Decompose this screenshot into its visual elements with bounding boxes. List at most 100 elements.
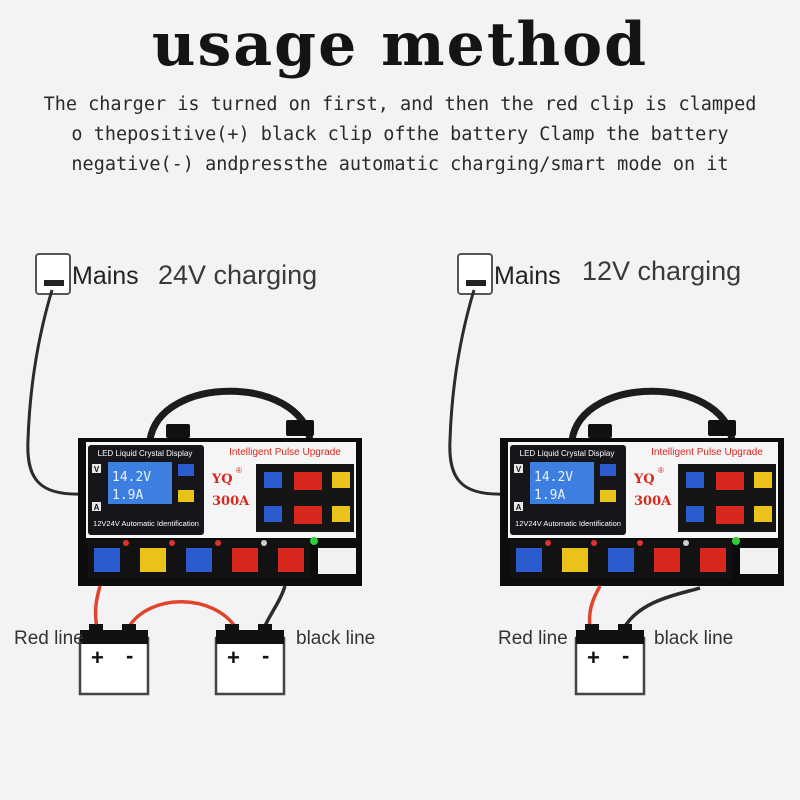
mode-label-12v: 12V charging: [582, 256, 742, 286]
voltage-reading: 14.2V: [534, 470, 573, 485]
vehicle-icons: [318, 548, 356, 574]
black-line-label: black line: [654, 628, 734, 649]
carry-handle: [146, 387, 314, 444]
a-key-label: A: [516, 503, 522, 512]
current-reading: 1.9A: [112, 488, 143, 503]
handle-mount: [708, 420, 736, 436]
handle-mount: [166, 424, 190, 438]
mode-switch: [716, 506, 744, 524]
battery-body: [78, 636, 150, 696]
red-wire: [93, 585, 102, 629]
status-led: [591, 540, 597, 546]
lcd-screen: [530, 462, 594, 504]
power-switch: [716, 472, 744, 490]
battery-top: [576, 630, 644, 644]
battery-top: [216, 630, 284, 644]
battery-terminal-positive: [225, 624, 239, 632]
battery-plus-sign: +: [227, 645, 240, 670]
lcd-screen: [108, 462, 172, 504]
model-name: 300A: [212, 494, 250, 509]
12v-indicator-icon: [608, 548, 634, 572]
voltage-reading: 14.2V: [112, 470, 151, 485]
vehicle-icons: [740, 548, 778, 574]
black-wire: [622, 586, 701, 629]
battery-minus-sign: -: [622, 643, 630, 668]
mains-plug-icon: [466, 280, 486, 286]
mode-switch: [294, 506, 322, 524]
battery-terminal-negative: [618, 624, 632, 632]
battery-top: [80, 630, 148, 644]
status-led: [683, 540, 689, 546]
motorcycle-button: [264, 506, 282, 522]
charging-indicator-icon: [516, 548, 542, 572]
mains-cable: [26, 289, 85, 496]
status-led: [169, 540, 175, 546]
12v-indicator-icon: [186, 548, 212, 572]
charging-indicator-icon: [94, 548, 120, 572]
status-led: [637, 540, 643, 546]
v-key: [514, 464, 523, 473]
instructions: The charger is turned on first, and then…: [0, 90, 800, 180]
status-led: [261, 540, 267, 546]
registered-mark: ®: [236, 466, 242, 475]
manual-button: [686, 472, 704, 488]
red-wire: [587, 585, 602, 629]
brand-name: YQ: [633, 472, 655, 487]
automatic-button: [754, 472, 772, 488]
battery-plus-sign: +: [587, 645, 600, 670]
a-key-label: A: [94, 503, 100, 512]
motorcycle-button: [686, 506, 704, 522]
diagram-12v: LED Liquid Crystal Display V A 14.2V 1.9…: [448, 253, 784, 696]
mode-label-24v: 24V charging: [158, 260, 318, 290]
status-led: [215, 540, 221, 546]
v-key-label: V: [94, 465, 100, 474]
mains-outlet-icon: [35, 253, 71, 295]
a-key: [92, 502, 101, 511]
mains-outlet-icon: [457, 253, 493, 295]
instruction-line: The charger is turned on first, and then…: [43, 94, 757, 115]
car-button: [332, 506, 350, 522]
status-led: [545, 540, 551, 546]
battery-minus-sign: -: [262, 643, 270, 668]
identification-label: 12V24V Automatic Identification: [93, 519, 199, 528]
battery-body: [574, 636, 646, 696]
full-charge-led: [732, 537, 740, 545]
mains-cable: [448, 289, 507, 496]
red-line-label: Red line: [14, 628, 84, 649]
battery-plus-sign: +: [91, 645, 104, 670]
mains-label: Mains: [72, 262, 139, 290]
current-indicator: [600, 490, 616, 502]
power-switch: [294, 472, 322, 490]
lcd-title: LED Liquid Crystal Display: [98, 449, 193, 458]
reverse-connection-icon: [562, 548, 588, 572]
brand-headline: Intelligent Pulse Upgrade: [651, 447, 763, 458]
lcd-title: LED Liquid Crystal Display: [520, 449, 615, 458]
carry-handle: [568, 387, 736, 444]
instruction-line: o thepositive(+) black clip ofthe batter…: [71, 124, 729, 145]
voltage-indicator: [178, 464, 194, 476]
brand-name: YQ: [211, 472, 233, 487]
handle-mount: [588, 424, 612, 438]
car-button: [754, 506, 772, 522]
manual-button: [264, 472, 282, 488]
end-indicator-icon: [700, 548, 726, 572]
battery-minus-sign: -: [126, 643, 134, 668]
voltage-indicator: [600, 464, 616, 476]
full-charge-led: [310, 537, 318, 545]
red-wire-bridge: [126, 600, 238, 629]
diagram-24v: LED Liquid Crystal Display V A 14.2V 1.9…: [26, 253, 362, 696]
v-key: [92, 464, 101, 473]
24v-indicator-icon: [654, 548, 680, 572]
reverse-connection-icon: [140, 548, 166, 572]
current-reading: 1.9A: [534, 488, 565, 503]
mains-plug-icon: [44, 280, 64, 286]
model-name: 300A: [634, 494, 672, 509]
battery-body: [214, 636, 286, 696]
a-key: [514, 502, 523, 511]
page-title: usage method: [151, 10, 649, 80]
automatic-button: [332, 472, 350, 488]
current-indicator: [178, 490, 194, 502]
end-indicator-icon: [278, 548, 304, 572]
brand-headline: Intelligent Pulse Upgrade: [229, 447, 341, 458]
